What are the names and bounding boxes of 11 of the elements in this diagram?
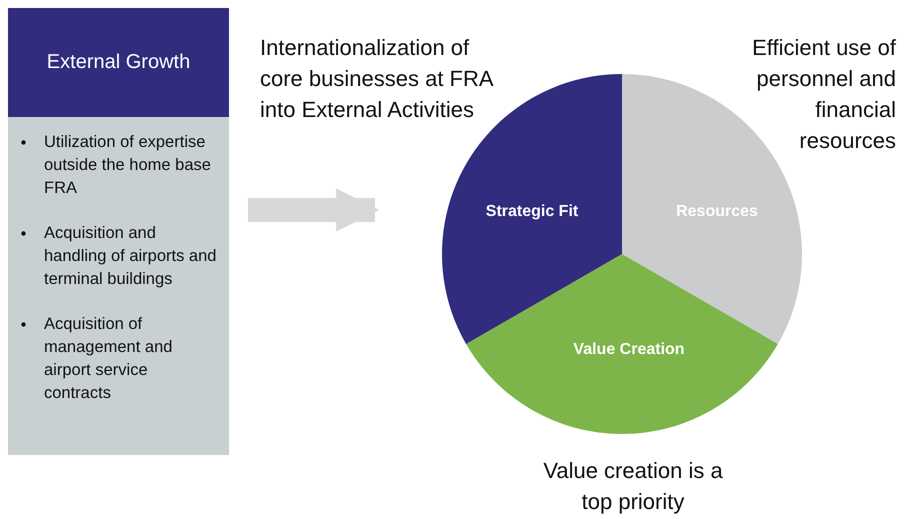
bullet-item: Acquisition of management and airport service contracts <box>44 314 174 404</box>
text-panel <box>8 8 229 455</box>
panel-title: External Growth <box>46 51 190 74</box>
annotation-text: Efficient use of personnel and financial resources <box>751 34 896 155</box>
block-arrow <box>248 188 380 232</box>
slice-label: Value Creation <box>573 341 685 359</box>
annotation-text: Value creation is a top priority <box>543 457 723 516</box>
slice-label: Strategic Fit <box>486 203 578 221</box>
annotation-text: Internationalization of core businesses at FRA into External Activities <box>260 34 494 124</box>
bullet-item: Acquisition and handling of airports and terminal buildings <box>44 223 218 290</box>
bullet-item: Utilization of expertise outside the home base FRA <box>44 132 212 199</box>
